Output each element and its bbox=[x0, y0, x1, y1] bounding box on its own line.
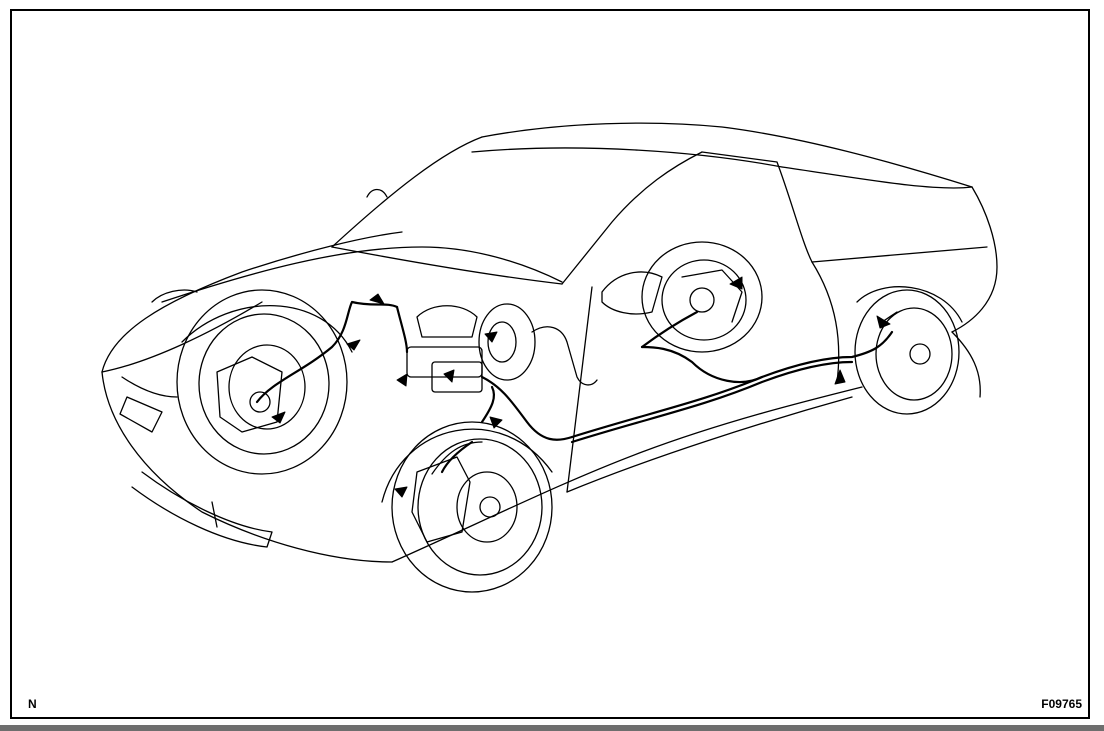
arrow-icon bbox=[394, 486, 408, 498]
orientation-label: N bbox=[28, 697, 37, 711]
bottom-rule bbox=[0, 725, 1104, 731]
arrow-icon bbox=[369, 293, 385, 305]
brake-booster bbox=[478, 303, 598, 386]
figure-id-label: F09765 bbox=[1041, 697, 1082, 711]
arrow-icon bbox=[443, 369, 455, 383]
arrow-icon bbox=[729, 276, 743, 290]
master-cylinder bbox=[406, 305, 483, 393]
wheel-front-right bbox=[391, 421, 553, 593]
wheel-front-left bbox=[176, 289, 348, 475]
arrow-icon bbox=[834, 369, 846, 385]
pointer-arrows bbox=[271, 276, 891, 498]
arrow-icon bbox=[346, 339, 361, 351]
arrow-icon bbox=[396, 373, 408, 387]
brake-lines bbox=[255, 300, 894, 474]
arrow-icon bbox=[271, 411, 286, 424]
car-brake-system-illustration bbox=[101, 122, 998, 593]
wheel-rear-left bbox=[641, 241, 763, 353]
figure-frame: N F09765 bbox=[10, 9, 1090, 719]
arrow-icon bbox=[489, 416, 503, 429]
arrow-icon bbox=[876, 315, 891, 329]
arrow-icon bbox=[484, 331, 498, 343]
car-body-outline bbox=[101, 122, 998, 563]
